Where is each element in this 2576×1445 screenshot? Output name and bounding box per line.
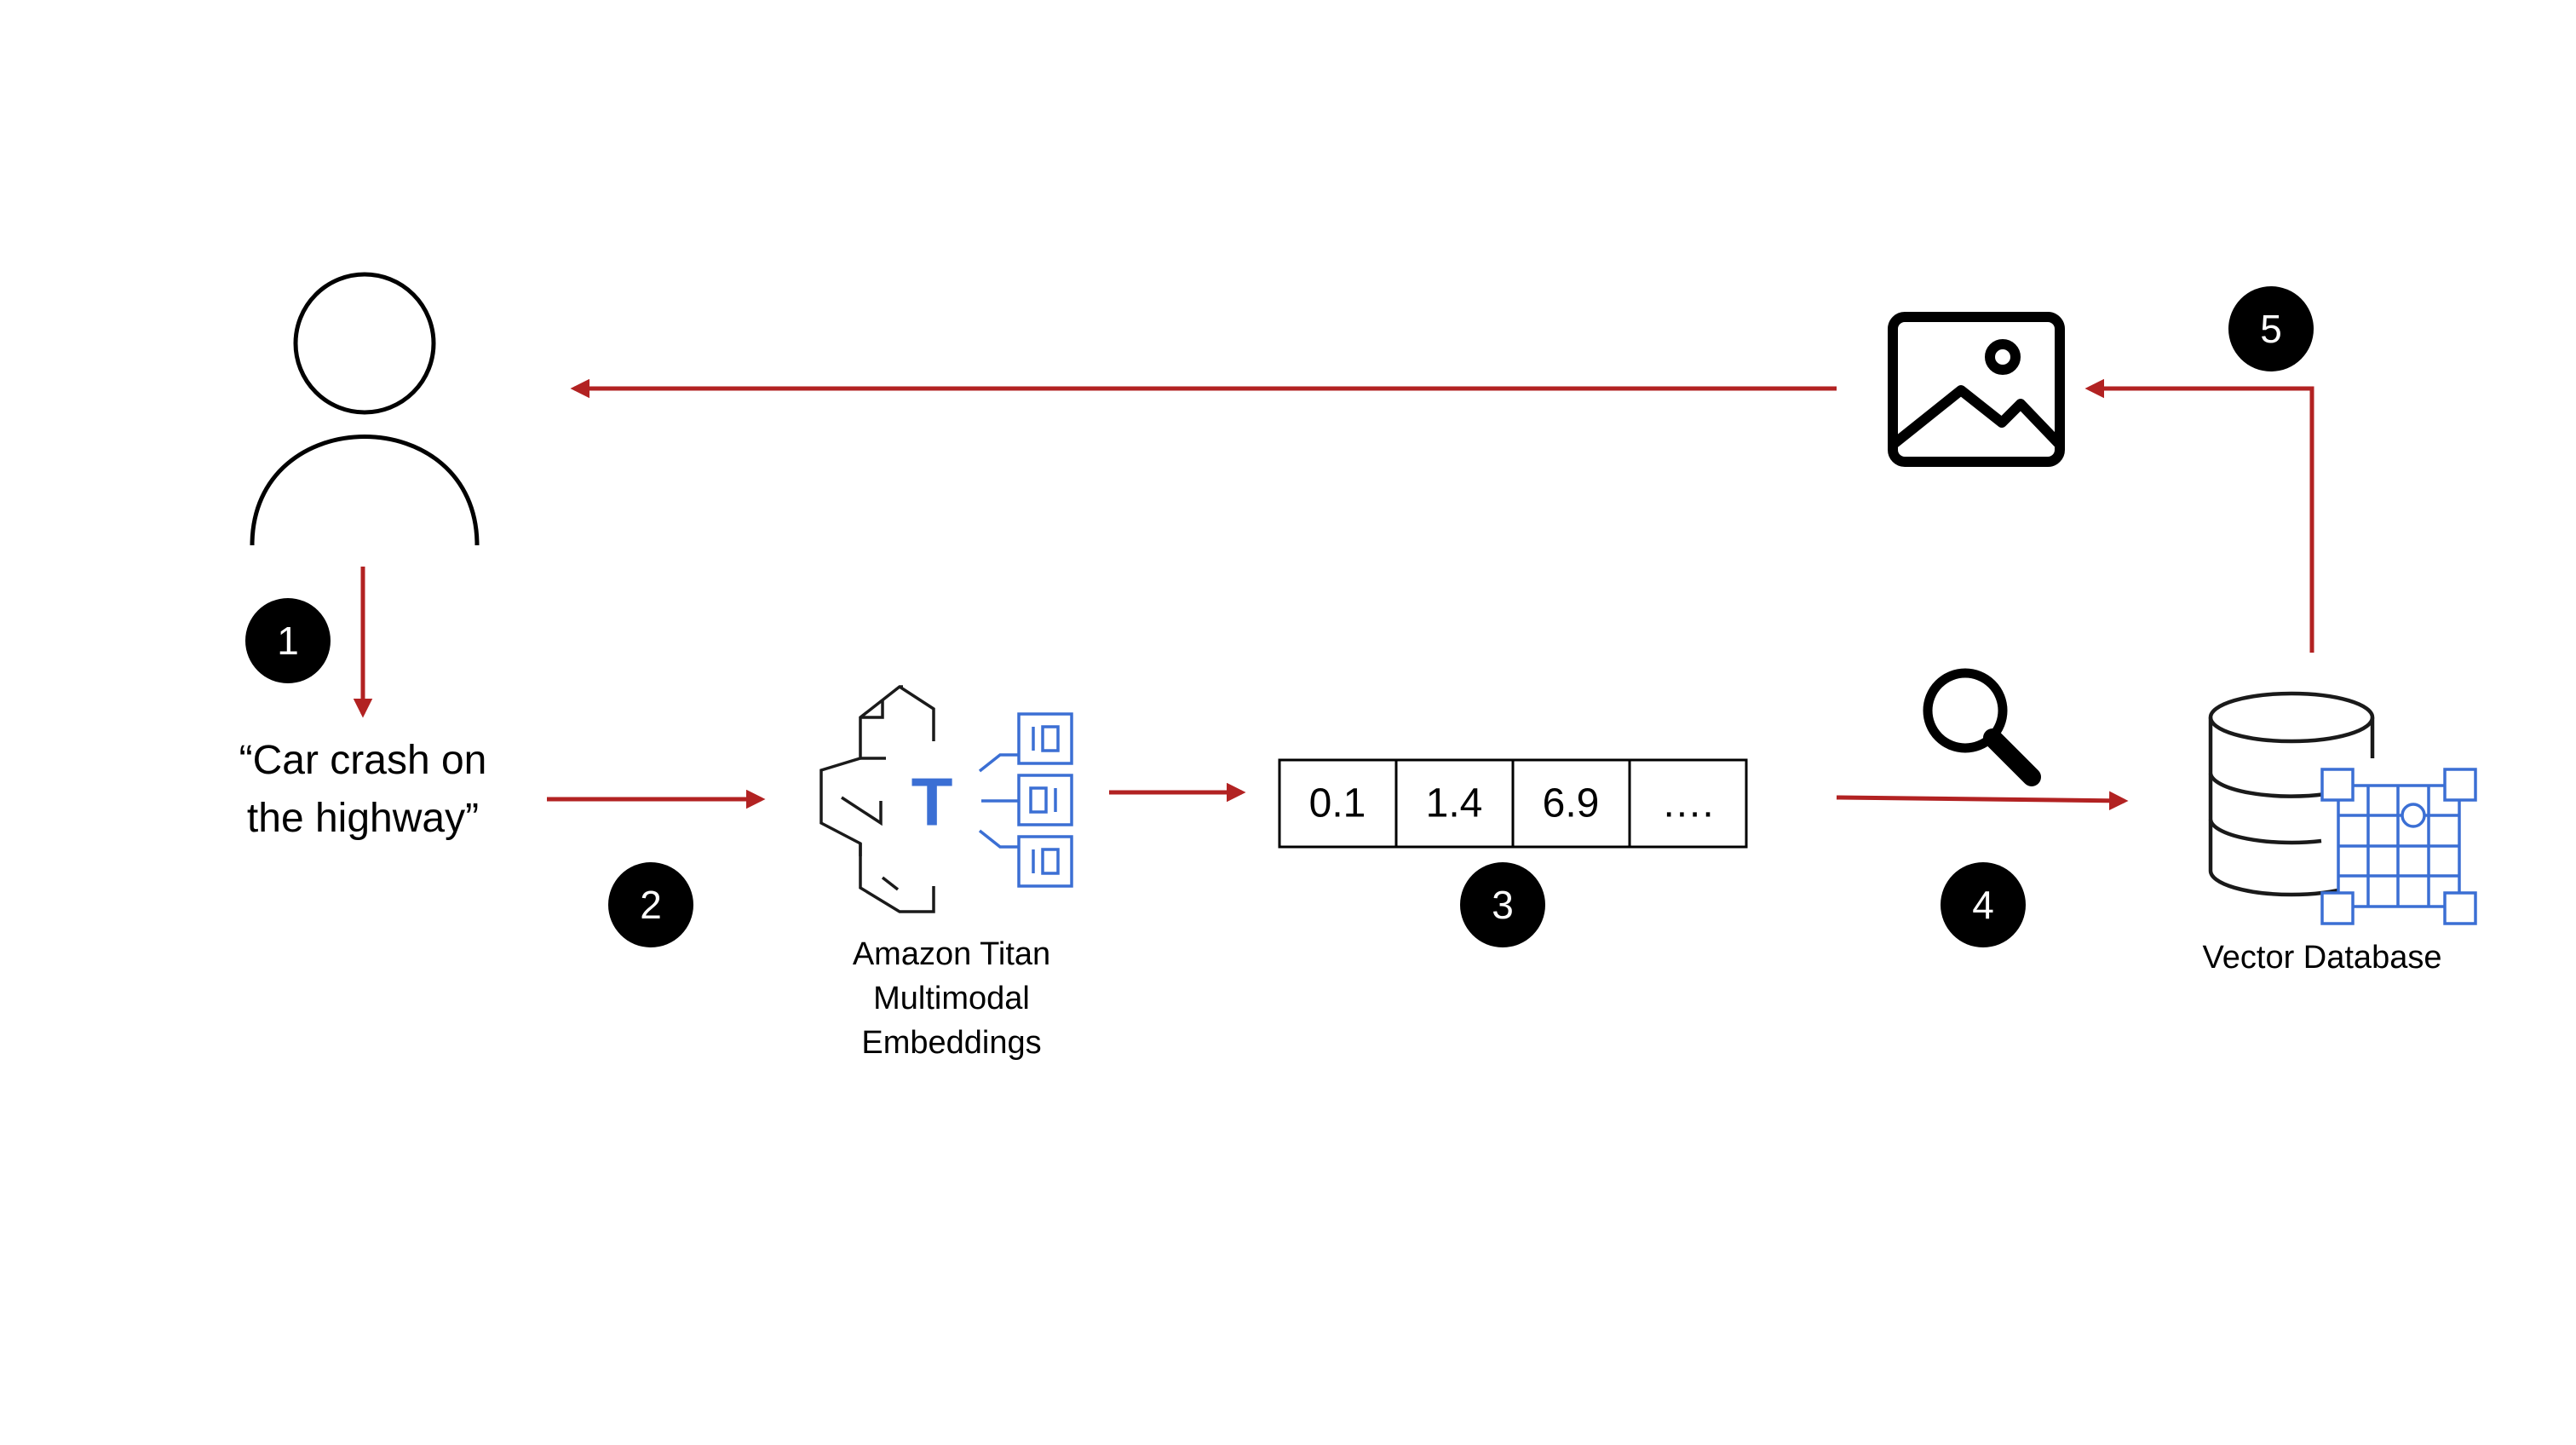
query-line-2: the highway” bbox=[247, 796, 479, 841]
titan-badge-letter: T bbox=[911, 764, 953, 840]
vector-cell: 0.1 bbox=[1309, 781, 1366, 826]
arrow-vector-to-database bbox=[1836, 791, 2129, 811]
vector-cell: 6.9 bbox=[1543, 781, 1600, 826]
model-label-line-3: Embeddings bbox=[861, 1025, 1041, 1061]
step-badge-5: 5 bbox=[2228, 286, 2314, 371]
search-icon bbox=[1923, 668, 2041, 786]
step-badge-2: 2 bbox=[608, 862, 693, 947]
user-icon bbox=[250, 272, 480, 546]
model-label: Amazon Titan Multimodal Embeddings bbox=[853, 936, 1050, 1061]
flow-arrows bbox=[353, 378, 2314, 811]
query-text: “Car crash on the highway” bbox=[239, 738, 487, 841]
embedding-vector: 0.1 1.4 6.9 …. bbox=[1278, 758, 1748, 849]
image-icon bbox=[1888, 312, 2065, 467]
step-badge-3: 3 bbox=[1460, 862, 1545, 947]
step-number: 5 bbox=[2260, 307, 2282, 351]
model-label-line-2: Multimodal bbox=[873, 981, 1030, 1016]
step-badge-4: 4 bbox=[1941, 862, 2026, 947]
vector-cell: 1.4 bbox=[1426, 781, 1483, 826]
database-label: Vector Database bbox=[2203, 940, 2442, 976]
model-label-line-1: Amazon Titan bbox=[853, 936, 1050, 972]
step-number: 1 bbox=[277, 619, 299, 663]
step-number: 2 bbox=[640, 883, 662, 927]
step-number: 3 bbox=[1492, 883, 1514, 927]
database-icon bbox=[2208, 691, 2477, 925]
arrow-database-to-image bbox=[2084, 378, 2314, 653]
query-line-1: “Car crash on bbox=[239, 738, 487, 783]
titan-model-icon: T bbox=[819, 685, 1073, 913]
step-badge-1: 1 bbox=[245, 598, 331, 683]
vector-cell: …. bbox=[1661, 781, 1713, 826]
step-number: 4 bbox=[1972, 883, 1994, 927]
